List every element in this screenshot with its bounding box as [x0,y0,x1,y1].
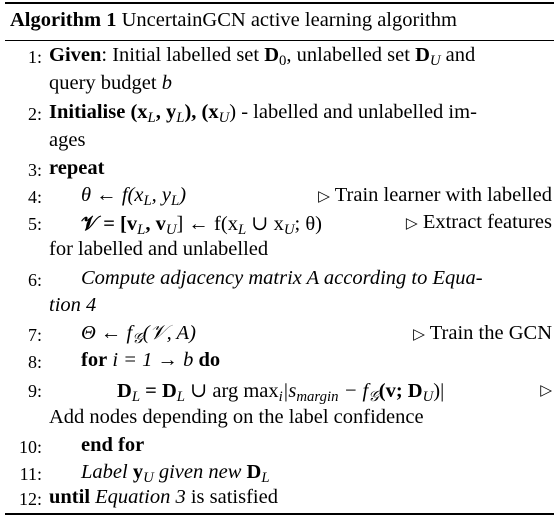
line-9-cont: Add nodes depending on the label confide… [49,406,424,428]
line-9: DL = DL ∪ arg maxi|smargin − f𝒢(v; DU)| [117,380,445,406]
line-number-6: 6: [27,270,42,290]
line-7: Θ ← f𝒢(𝒱, A) [81,322,196,348]
line-4-comment: ▷ Train learner with labelled [318,184,552,206]
line-8: for i = 1 → b do [81,349,221,371]
line-10: end for [81,434,145,456]
line-6-cont: tion 4 [49,294,97,316]
line-1-cont: query budget b [49,72,172,94]
line-number-3: 3: [27,160,42,180]
line-11: Label yU given new DL [81,461,270,487]
algorithm-header: Algorithm 1 UncertainGCN active learning… [10,6,457,34]
line-2: Initialise (xL, yL), (xU) - labelled and… [49,101,477,127]
line-9-comment-marker: ▷ [540,382,552,399]
line-number-12: 12: [18,489,42,509]
header-rule [5,40,554,41]
line-number-5: 5: [27,214,42,234]
line-4: θ ← f(xL, yL) [81,184,187,210]
line-number-10: 10: [18,437,42,457]
line-12: until Equation 3 is satisfied [49,486,278,508]
line-number-2: 2: [27,104,42,124]
top-rule [5,2,554,4]
line-5-cont: for labelled and unlabelled [49,238,269,260]
algorithm-title: UncertainGCN active learning algorithm [121,9,457,31]
line-number-1: 1: [27,47,42,67]
line-5: 𝒱 = [vL, vU] ← f(xL ∪ xU; θ) [81,213,322,239]
line-2-cont: ages [49,129,86,151]
line-number-4: 4: [27,187,42,207]
line-3: repeat [49,157,105,179]
line-number-8: 8: [27,352,42,372]
algorithm-label: Algorithm 1 [10,9,117,31]
line-number-11: 11: [19,464,42,484]
line-1: Given: Initial labelled set D0, unlabell… [49,44,476,70]
line-7-comment: ▷ Train the GCN [413,322,552,344]
line-number-9: 9: [27,381,42,401]
bottom-rule [5,513,554,515]
line-number-7: 7: [27,325,42,345]
line-6: Compute adjacency matrix A according to … [81,267,483,289]
line-5-comment: ▷ Extract features [405,211,552,233]
